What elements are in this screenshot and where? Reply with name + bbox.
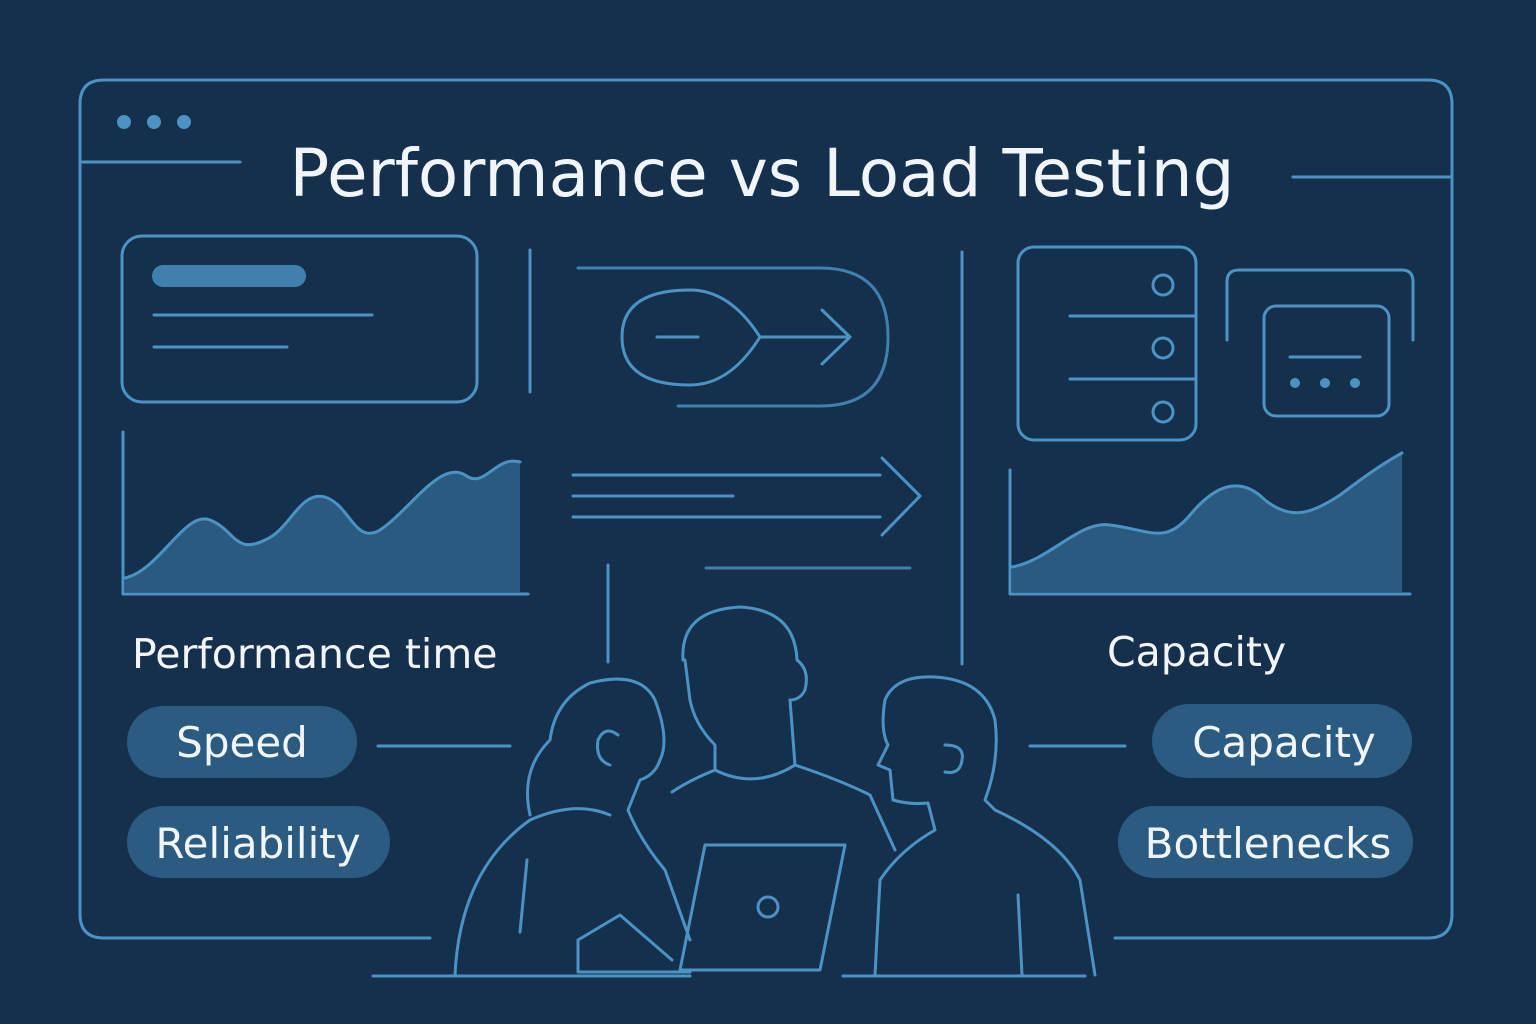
pill-label: Bottlenecks	[1145, 819, 1392, 868]
server-icon	[1016, 245, 1198, 442]
pill-speed: Speed	[127, 706, 357, 778]
pill-capacity: Capacity	[1152, 704, 1412, 778]
pill-label: Capacity	[1192, 718, 1376, 767]
process-flow-icon	[576, 266, 890, 408]
pill-bottlenecks: Bottlenecks	[1118, 806, 1413, 878]
performance-heading: Performance time	[132, 630, 497, 678]
arrow-right-icon	[571, 456, 922, 570]
text-card-icon	[120, 234, 479, 404]
capacity-chart	[1008, 451, 1412, 596]
pill-reliability: Reliability	[127, 806, 390, 878]
window-frame	[78, 78, 1454, 940]
monitor-icon	[1225, 268, 1415, 418]
pill-label: Speed	[176, 718, 308, 767]
people-with-laptop-icon	[371, 605, 1097, 978]
page-title: Performance vs Load Testing	[290, 135, 1235, 212]
pill-label: Reliability	[155, 819, 360, 868]
window-dots-icon	[117, 115, 191, 129]
capacity-heading: Capacity	[1107, 628, 1286, 676]
performance-chart	[121, 430, 530, 596]
